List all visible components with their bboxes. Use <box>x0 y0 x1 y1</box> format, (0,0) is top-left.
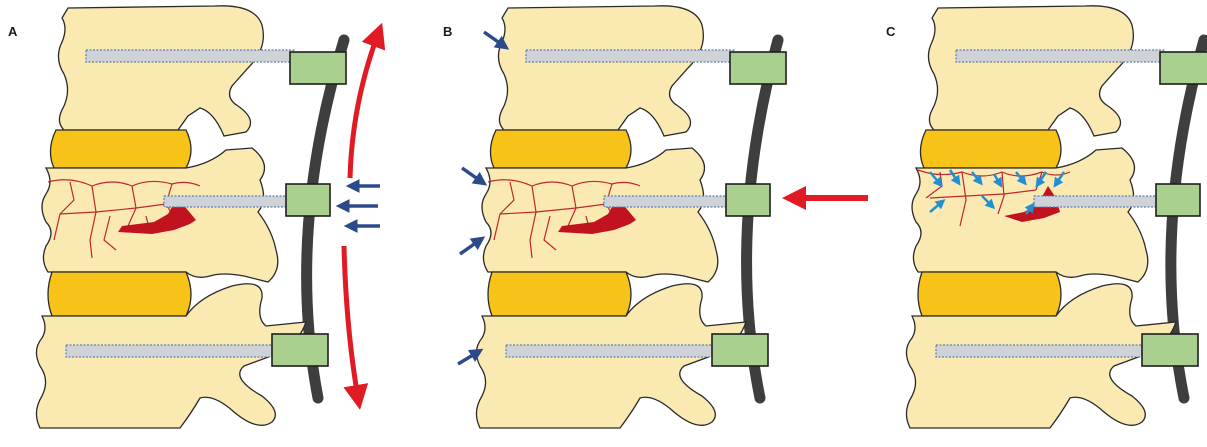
reduction-arrow-icon <box>782 186 868 210</box>
panel-b: B <box>443 6 868 428</box>
distraction-arrow-down-icon <box>344 246 358 398</box>
panel-a: A <box>8 6 380 428</box>
panel-label-c: C <box>886 24 896 39</box>
panel-c: C <box>886 6 1207 428</box>
compression-arrows-icon <box>342 186 380 226</box>
panel-label-a: A <box>8 24 18 39</box>
panel-label-b: B <box>443 24 452 39</box>
distraction-arrow-up-icon <box>350 34 378 178</box>
